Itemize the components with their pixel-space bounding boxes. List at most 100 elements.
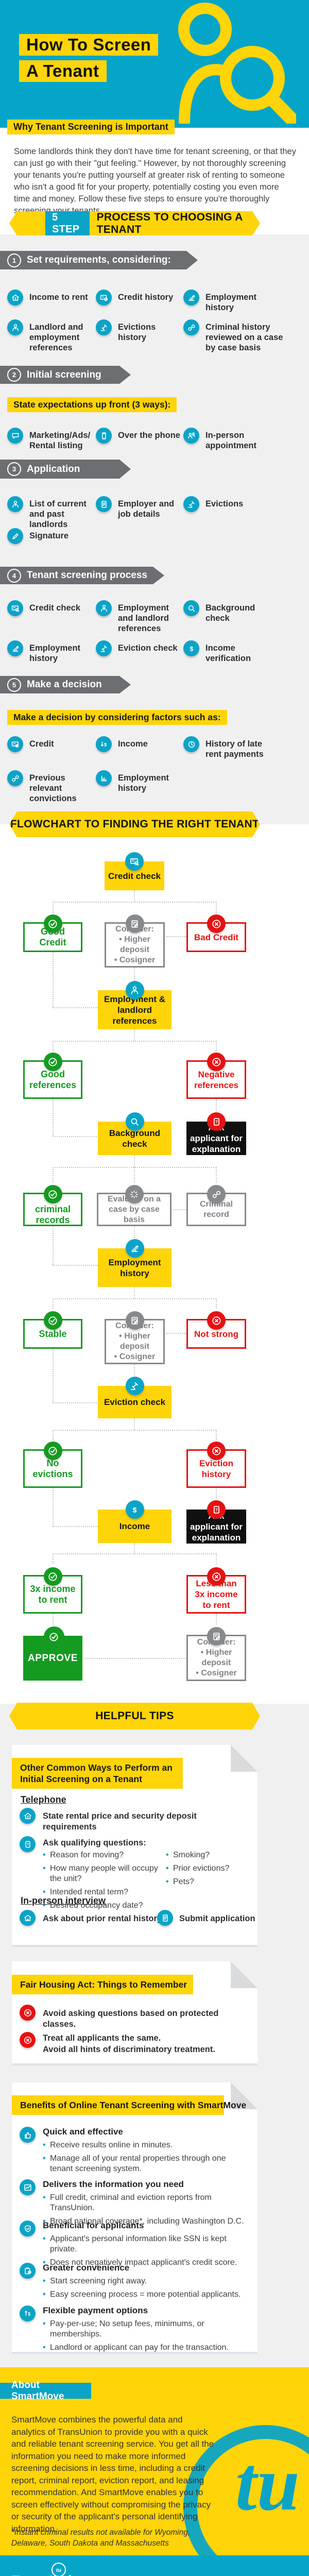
connector bbox=[53, 1430, 216, 1431]
page-title-line2: A Tenant bbox=[19, 60, 107, 82]
connector bbox=[134, 968, 135, 981]
connector bbox=[53, 902, 216, 903]
clipboard-check-icon bbox=[20, 2263, 36, 2279]
check-icon bbox=[43, 1053, 62, 1071]
connector bbox=[53, 1167, 54, 1182]
check-icon bbox=[43, 914, 62, 933]
tips-card-initial-screening: Other Common Ways to Perform an Initial … bbox=[12, 1745, 258, 1945]
benefit-group: Greater convenience Start screening righ… bbox=[20, 2263, 249, 2300]
svg-text:?: ? bbox=[215, 1119, 217, 1124]
step-title: Tenant screening process bbox=[27, 570, 148, 581]
svg-text:$: $ bbox=[190, 645, 193, 652]
list-item: Employment history bbox=[183, 290, 299, 313]
svg-text:$: $ bbox=[133, 1505, 137, 1514]
qualifying-questions-col1: Reason for moving? How many people will … bbox=[43, 1847, 164, 1911]
connector bbox=[216, 902, 217, 913]
magnifier-icon bbox=[125, 1112, 144, 1131]
chart-up-icon bbox=[7, 640, 23, 656]
connector bbox=[84, 1658, 186, 1659]
question-icon: ? bbox=[207, 1112, 226, 1131]
connector bbox=[53, 1041, 216, 1042]
benefit-group: Delivers the information you need Full c… bbox=[20, 2179, 249, 2227]
list-item: List of current and past landlords bbox=[7, 496, 96, 530]
svg-text:67: 67 bbox=[13, 606, 15, 609]
flow-node-criminal-record: Criminal record bbox=[186, 1185, 246, 1226]
connector bbox=[134, 1364, 135, 1376]
list-item: 71 Credit history bbox=[96, 290, 181, 306]
cross-icon bbox=[207, 914, 226, 933]
list-item: Over the phone bbox=[96, 428, 181, 444]
tips-card-smartmove-benefits: Benefits of Online Tenant Screening with… bbox=[12, 2082, 258, 2353]
flow-node-not-strong: Not strong bbox=[186, 1311, 246, 1349]
step-number-icon: 5 bbox=[7, 678, 21, 692]
connector bbox=[53, 1430, 54, 1440]
card-search-icon: 67 bbox=[7, 600, 23, 616]
flow-node-good-references: Good references bbox=[23, 1053, 82, 1099]
flow-node-consider-3: Consider: • Higher deposit • Cosigner bbox=[186, 1627, 246, 1681]
check-icon bbox=[43, 1311, 62, 1330]
process-banner: 5 STEP PROCESS TO CHOOSING A TENANT bbox=[9, 211, 260, 235]
connector bbox=[134, 1418, 135, 1430]
person-icon bbox=[125, 981, 144, 999]
card-search-icon: 67 bbox=[125, 852, 144, 871]
flow-node-stable: Stable bbox=[23, 1311, 82, 1349]
why-screening-label: Why Tenant Screening is Important bbox=[7, 120, 175, 134]
cross-icon bbox=[207, 1311, 226, 1330]
flow-node-credit-check: 67 Credit check bbox=[105, 852, 164, 890]
step-banner-3: 3 Application bbox=[0, 460, 131, 479]
list-item: 47 Credit bbox=[7, 736, 92, 752]
list-item: Criminal history reviewed on a case by c… bbox=[183, 319, 302, 353]
list-item: Signature bbox=[7, 528, 92, 544]
house-dollar-icon: $ bbox=[20, 1808, 36, 1824]
inperson-subheading: In-person interview bbox=[21, 1895, 106, 1906]
connector bbox=[53, 1298, 54, 1309]
connector bbox=[53, 1526, 98, 1527]
connector bbox=[53, 1298, 216, 1299]
list-item: Employer and job details bbox=[96, 496, 181, 519]
cross-icon bbox=[207, 1053, 226, 1071]
flow-node-3x-income: 3x income to rent bbox=[23, 1567, 82, 1614]
flow-node-employment-landlord-references: Employment & landlord references bbox=[98, 981, 171, 1029]
flow-node-bad-credit: Bad Credit bbox=[186, 914, 246, 952]
chart-line-icon bbox=[20, 2179, 36, 2195]
expectations-note: State expectations up front (3 ways): bbox=[7, 397, 177, 412]
list-item: Landlord and employment references bbox=[7, 319, 92, 353]
connector bbox=[53, 902, 54, 913]
connector bbox=[173, 1209, 186, 1210]
list-item: Evictions history bbox=[96, 319, 181, 343]
process-banner-badge: 5 STEP bbox=[45, 209, 90, 239]
flowchart-banner: FLOWCHART TO FINDING THE RIGHT TENANT bbox=[9, 811, 260, 837]
list-item: Employment history bbox=[7, 640, 92, 664]
flow-node-employment-history: Employment history bbox=[98, 1239, 171, 1287]
flow-node-ask-explanation-2: ? Ask applicant for explanation bbox=[186, 1500, 246, 1544]
connector bbox=[166, 936, 186, 937]
svg-text:$: $ bbox=[14, 297, 16, 300]
connector bbox=[53, 1226, 54, 1265]
card-heading: Other Common Ways to Perform an Initial … bbox=[12, 1758, 183, 1789]
svg-text:$: $ bbox=[104, 742, 107, 747]
chart-bars-icon bbox=[96, 770, 112, 786]
clock-icon bbox=[183, 736, 199, 752]
process-banner-title: PROCESS TO CHOOSING A TENANT bbox=[96, 211, 243, 235]
shield-check-icon bbox=[20, 2221, 36, 2236]
connector bbox=[134, 1029, 135, 1041]
gavel-icon bbox=[125, 1377, 144, 1395]
connector bbox=[53, 1614, 54, 1625]
connector bbox=[53, 952, 54, 1007]
loading-icon bbox=[125, 1185, 144, 1204]
connector bbox=[216, 1099, 217, 1112]
decision-note: Make a decision by considering factors s… bbox=[7, 710, 227, 725]
flow-node-good-credit: Good Credit bbox=[23, 914, 82, 952]
about-paragraph: SmartMove combines the powerful data and… bbox=[11, 2415, 214, 2534]
step-number-icon: 3 bbox=[7, 462, 21, 476]
list-item: Employment and landlord references bbox=[96, 600, 181, 634]
magnifier-icon bbox=[183, 600, 199, 616]
list-item: In-person appointment bbox=[183, 428, 299, 451]
connector bbox=[134, 1226, 135, 1238]
document-icon bbox=[96, 496, 112, 512]
connector bbox=[216, 1167, 217, 1182]
handcuffs-icon bbox=[183, 319, 199, 335]
step-title: Make a decision bbox=[27, 679, 102, 690]
list-item: Employment history bbox=[96, 770, 181, 793]
flow-node-less-3x-income: Less than 3x income to rent bbox=[186, 1567, 246, 1614]
